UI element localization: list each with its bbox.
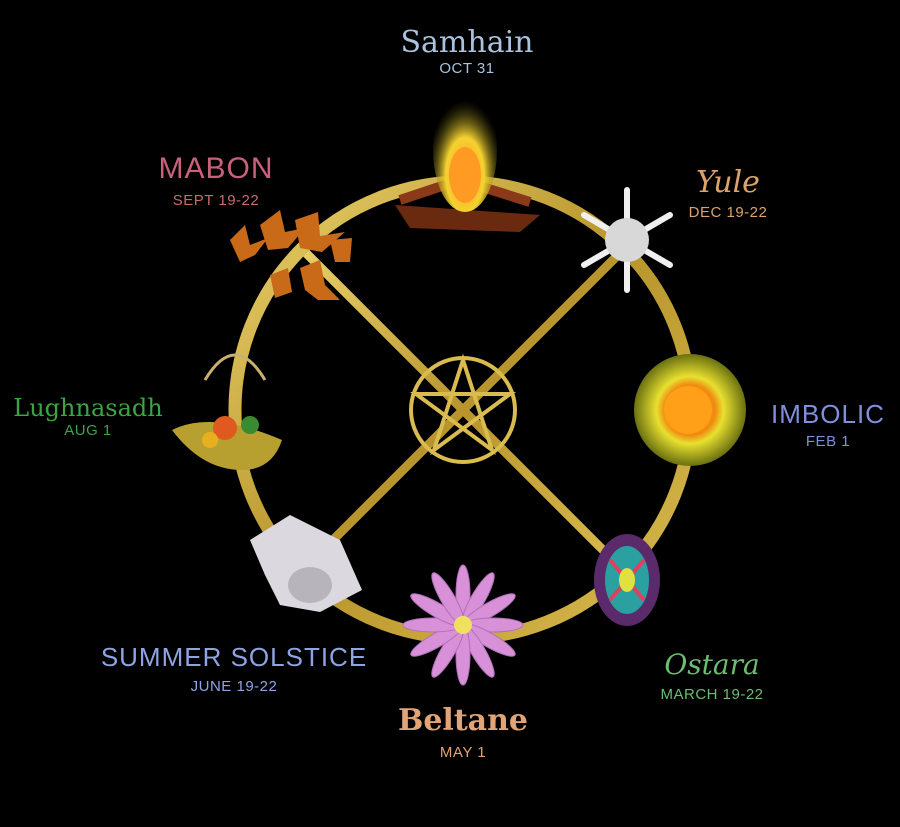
yule-name: Yule: [696, 165, 760, 200]
label-mabon: MABON SEPT 19-22: [158, 152, 273, 210]
lughnasadh-name: Lughnasadh: [13, 394, 163, 422]
flower-icon: [402, 564, 524, 686]
imbolic-date: FEB 1: [805, 433, 851, 450]
beltane-name: Beltane: [397, 703, 529, 738]
sun-icon: [634, 354, 746, 466]
mabon-date: SEPT 19-22: [172, 192, 260, 209]
wheel-spokes: [235, 180, 691, 640]
label-summer-solstice: SUMMER SOLSTICE JUNE 19-22: [101, 640, 367, 696]
label-imbolic: IMBOLIC FEB 1: [771, 397, 885, 451]
imbolic-name: IMBOLIC: [771, 399, 885, 429]
ostara-name: Ostara: [664, 648, 760, 681]
samhain-date: OCT 31: [439, 60, 495, 77]
snowflake-icon: [581, 187, 673, 293]
summer-solstice-name: SUMMER SOLSTICE: [100, 642, 368, 672]
yule-date: DEC 19-22: [688, 204, 768, 221]
autumn-leaves-icon: [230, 210, 352, 300]
summer-solstice-date: JUNE 19-22: [190, 678, 278, 695]
label-samhain: Samhain OCT 31: [400, 26, 533, 78]
painted-egg-icon: [594, 534, 660, 626]
ostara-date: MARCH 19-22: [660, 686, 764, 703]
label-yule: Yule DEC 19-22: [689, 166, 768, 222]
pentacle-icon: [409, 353, 517, 464]
label-ostara: Ostara MARCH 19-22: [660, 648, 763, 704]
bonfire-icon: [395, 88, 540, 232]
harvest-basket-icon: [172, 353, 282, 470]
mabon-name: MABON: [158, 152, 274, 185]
samhain-name: Samhain: [400, 25, 534, 60]
lughnasadh-date: AUG 1: [64, 422, 112, 439]
label-lughnasadh: Lughnasadh AUG 1: [13, 394, 162, 440]
beltane-date: MAY 1: [439, 744, 487, 761]
label-beltane: Beltane MAY 1: [398, 704, 528, 762]
seashell-icon: [250, 515, 362, 612]
